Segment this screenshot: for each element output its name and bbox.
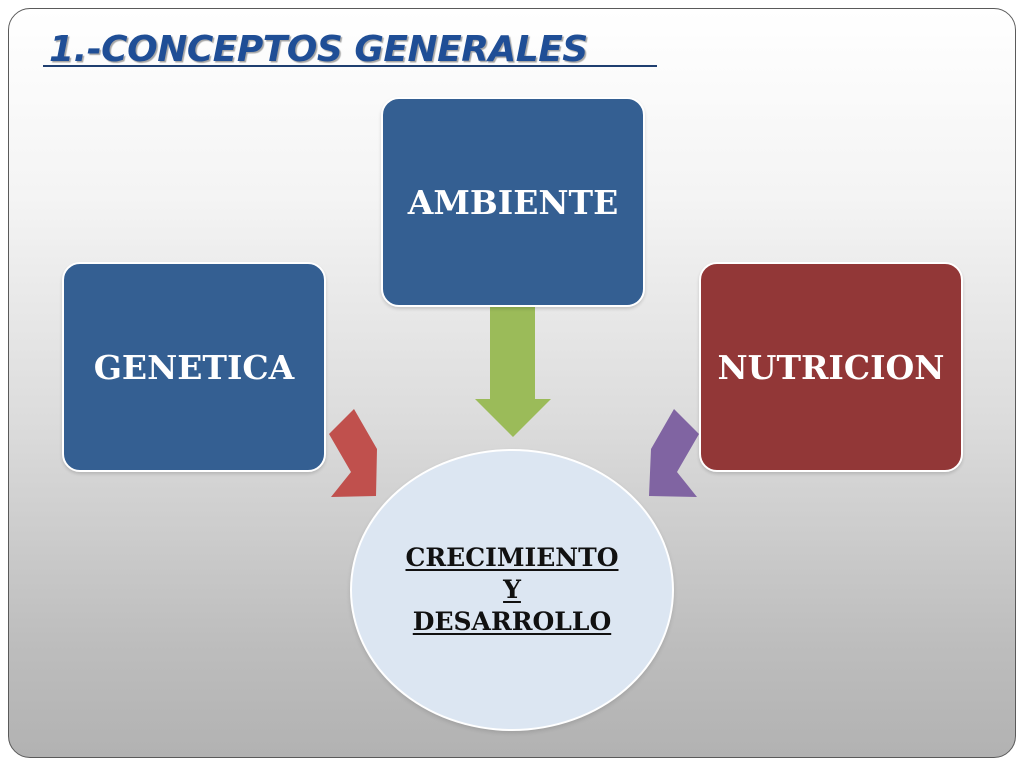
nutricion-arrow [649, 409, 699, 497]
genetica-arrow [329, 409, 377, 497]
ambiente-box: AMBIENTE [381, 97, 645, 307]
nutricion-label: NUTRICION [717, 347, 945, 387]
genetica-box: GENETICA [62, 262, 326, 472]
nutricion-box: NUTRICION [699, 262, 963, 472]
ambiente-arrow [475, 307, 551, 437]
genetica-label: GENETICA [93, 347, 295, 387]
center-line-2: Y [503, 575, 521, 604]
title-underline [43, 65, 657, 67]
slide: 1.-CONCEPTOS GENERALES GENETICA AMBIENTE… [8, 8, 1016, 758]
arrows-layer [329, 307, 699, 497]
center-circle: CRECIMIENTO Y DESARROLLO [350, 449, 674, 731]
ambiente-label: AMBIENTE [407, 182, 619, 222]
center-line-1: CRECIMIENTO [405, 543, 619, 572]
center-line-3: DESARROLLO [412, 607, 612, 636]
slide-title: 1.-CONCEPTOS GENERALES [49, 29, 588, 70]
